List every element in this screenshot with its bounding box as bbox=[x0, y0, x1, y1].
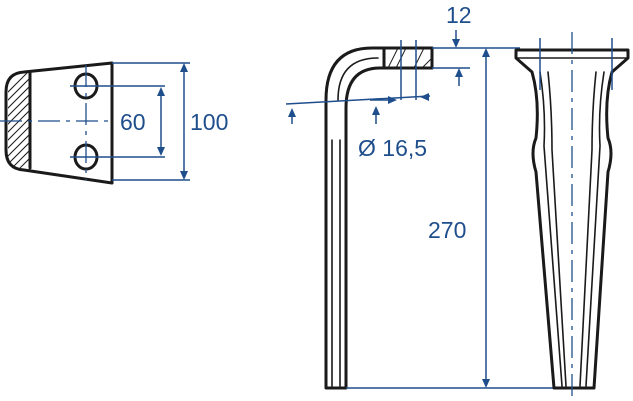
dim-line-diameter bbox=[285, 95, 431, 105]
blade-front-outline bbox=[514, 48, 630, 390]
dim-label-hole-diameter: Ø 16,5 bbox=[358, 135, 427, 161]
blade-side-view bbox=[285, 30, 555, 390]
mounting-plate-view bbox=[0, 61, 190, 185]
blade-profile-outline bbox=[324, 46, 434, 390]
plate-section-hatch bbox=[8, 72, 30, 168]
plate-outline bbox=[4, 61, 114, 185]
dim-label-blade-length: 270 bbox=[428, 217, 466, 243]
blade-front-view bbox=[514, 32, 630, 398]
dim-label-thickness: 12 bbox=[446, 2, 472, 28]
dim-label-hole-spacing: 60 bbox=[120, 109, 146, 135]
dim-label-mount-height: 100 bbox=[190, 109, 228, 135]
